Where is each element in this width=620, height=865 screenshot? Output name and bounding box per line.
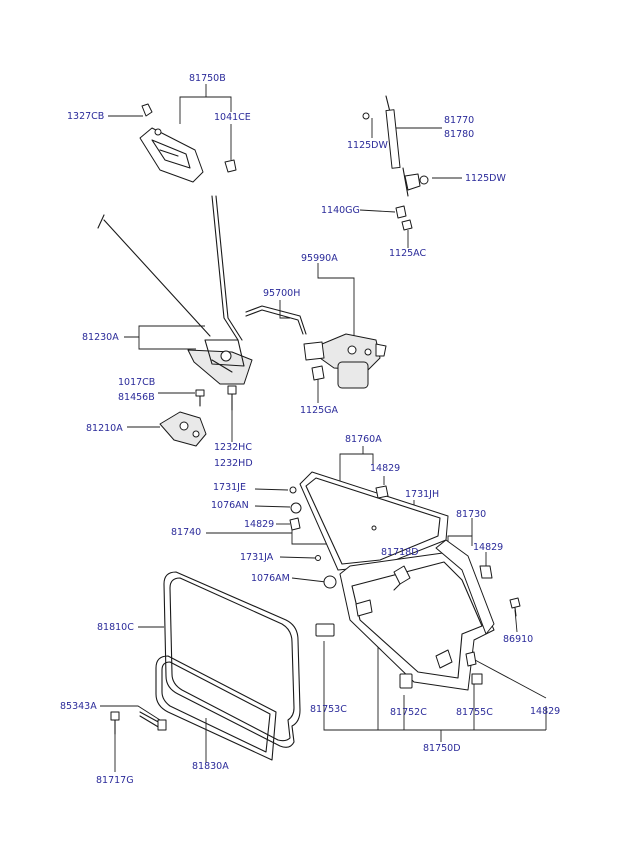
label-1232HD: 1232HD bbox=[214, 458, 253, 469]
lock-rod-icon bbox=[245, 305, 307, 335]
label-81755C: 81755C bbox=[456, 707, 493, 718]
striker-icon bbox=[159, 385, 237, 447]
bolt-icon bbox=[195, 389, 205, 407]
label-81230A: 81230A bbox=[82, 332, 119, 343]
glass-seal-icon bbox=[155, 655, 277, 761]
label-81830A: 81830A bbox=[192, 761, 229, 772]
label-81750B: 81750B bbox=[189, 73, 226, 84]
label-95700H: 95700H bbox=[263, 288, 300, 299]
label-81753C: 81753C bbox=[310, 704, 347, 715]
label-86910: 86910 bbox=[503, 634, 533, 645]
label-1327CB: 1327CB bbox=[67, 111, 104, 122]
label-1140GG: 1140GG bbox=[321, 205, 360, 216]
label-14829: 14829 bbox=[370, 463, 400, 474]
latch-rods-icon bbox=[97, 195, 253, 385]
label-1125GA: 1125GA bbox=[300, 405, 339, 416]
lower-trim-panel-icon bbox=[339, 551, 495, 691]
label-14829: 14829 bbox=[530, 706, 560, 717]
upper-trim-panel-icon bbox=[299, 471, 449, 571]
label-81730: 81730 bbox=[456, 509, 486, 520]
label-81718D: 81718D bbox=[381, 547, 419, 558]
label-1125DW: 1125DW bbox=[465, 173, 506, 184]
label-81810C: 81810C bbox=[97, 622, 134, 633]
fasteners-icon bbox=[315, 565, 521, 689]
weatherstrip-icon bbox=[163, 571, 301, 748]
label-81752C: 81752C bbox=[390, 707, 427, 718]
label-81210A: 81210A bbox=[86, 423, 123, 434]
label-14829: 14829 bbox=[244, 519, 274, 530]
label-81740: 81740 bbox=[171, 527, 201, 538]
label-1125DW: 1125DW bbox=[347, 140, 388, 151]
label-1076AN: 1076AN bbox=[211, 500, 249, 511]
label-1232HC: 1232HC bbox=[214, 442, 252, 453]
label-1731JE: 1731JE bbox=[213, 482, 246, 493]
label-1125AC: 1125AC bbox=[389, 248, 427, 259]
label-81760A: 81760A bbox=[345, 434, 382, 445]
side-trim-icon bbox=[435, 539, 495, 635]
part-labels: 81750B 1327CB 1041CE 81770 81780 1125DW … bbox=[60, 73, 560, 786]
label-1041CE: 1041CE bbox=[214, 112, 251, 123]
label-81456B: 81456B bbox=[118, 392, 155, 403]
label-14829: 14829 bbox=[473, 542, 503, 553]
label-95990A: 95990A bbox=[301, 253, 338, 264]
lock-actuator-icon bbox=[303, 333, 387, 389]
label-1731JH: 1731JH bbox=[405, 489, 439, 500]
gas-strut-icon bbox=[362, 95, 429, 231]
label-1017CB: 1017CB bbox=[118, 377, 155, 388]
label-1076AM: 1076AM bbox=[251, 573, 290, 584]
label-81780: 81780 bbox=[444, 129, 474, 140]
clips-icon bbox=[289, 486, 337, 589]
label-1731JA: 1731JA bbox=[240, 552, 274, 563]
label-81717G: 81717G bbox=[96, 775, 134, 786]
label-81770: 81770 bbox=[444, 115, 474, 126]
label-81750D: 81750D bbox=[423, 743, 461, 754]
latch-striker-icon bbox=[139, 103, 237, 183]
cable-icon bbox=[110, 711, 167, 735]
label-85343A: 85343A bbox=[60, 701, 97, 712]
